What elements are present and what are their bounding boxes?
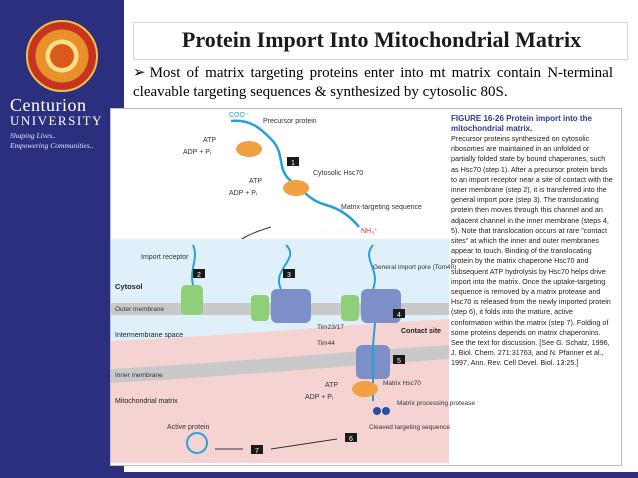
step4-box [393,309,405,318]
footer-bar [0,472,638,478]
step7-label: 7 [255,448,259,455]
adp2-label: ADP + Pᵢ [229,190,257,197]
fold-arrow [215,438,338,450]
matrix-region [111,319,449,463]
outer-membrane-label: Outer membrane [115,306,165,313]
contact-site-label: Contact site [401,328,441,335]
mito-matrix-label: Mitochondrial matrix [115,398,178,405]
precursor-label: Precursor protein [263,118,317,125]
bullet-arrow-icon: ➢ [133,65,146,81]
figure: 1 COO⁻ Precursor protein ATP ADP + Pᵢ AT… [110,108,622,466]
pore-chain-a [278,244,292,290]
step2-label: 2 [197,272,201,279]
general-pore-label: General import pore (Tom40) [373,264,456,271]
matrix-hsc70-shape [352,381,378,397]
step4-label: 4 [397,312,401,319]
step6-box [345,433,357,442]
step1-box [287,157,299,166]
upper-panel-bg [111,109,449,237]
protease-b [382,407,390,415]
step2-box [193,269,205,278]
step6-label: 6 [349,436,353,443]
active-protein-label: Active protein [167,424,210,431]
tim2317-label: Tim23/17 [317,324,344,331]
university-logo-icon [26,20,98,92]
tagline1: Shaping Lives.. [10,131,57,140]
slide-title: Protein Import Into Mitochondrial Matrix [181,27,582,52]
figure-caption: FIGURE 16-26 Protein import into the mit… [451,114,613,369]
coo-label: COO⁻ [229,112,249,119]
adp1-label: ADP + Pᵢ [183,149,211,156]
active-protein-shape [186,432,208,454]
pore-receptor-b [341,295,359,321]
tagline2: Empowering Communities.. [10,141,94,150]
step3-box [283,269,295,278]
receptor-chain [191,244,196,286]
inner-membrane-label: Inner membrane [115,372,163,379]
bullet-text: ➢Most of matrix targeting proteins enter… [133,64,613,102]
pore-receptor-a [251,295,269,321]
import-receptor-label: Import receptor [141,254,189,261]
matrix-seq-label: Matrix-targeting sequence [341,204,422,211]
matrix-hsc70-label: Matrix Hsc70 [383,380,421,387]
cytosol-label: Cytosol [115,282,143,291]
step1-label: 1 [291,160,295,167]
import-receptor-shape [181,285,203,315]
hsc70-upper-2 [283,180,309,196]
nh3-label: NH₃⁺ [361,228,378,235]
step5-box [393,355,405,364]
tom40-pore-b [361,289,401,323]
atp1-label: ATP [203,137,216,144]
translocating-chain [368,244,376,401]
tim44-label: Tim44 [317,340,335,347]
ims-label: Intermembrane space [115,332,183,339]
brand-line2: UNIVERSITY [10,113,103,128]
adp3-label: ADP + Pᵢ [305,394,333,401]
step5-label: 5 [397,358,401,365]
protease-a [373,407,381,415]
tom40-pore-a [271,289,311,323]
cytosolic-hsc70-label: Cytosolic Hsc70 [313,170,363,177]
sidebar: Centurion UNIVERSITY Shaping Lives.. Emp… [0,0,124,478]
caption-title: FIGURE 16-26 Protein import into the mit… [451,114,592,133]
cleaved-seq-label: Cleaved targeting sequence [369,424,450,431]
step7-box [251,445,263,454]
brand-line1: Centurion [10,95,87,115]
title-box: Protein Import Into Mitochondrial Matrix [133,22,628,60]
bullet-body: Most of matrix targeting proteins enter … [133,65,613,100]
atp3-label: ATP [325,382,338,389]
hsc70-upper-1 [236,141,262,157]
figure-diagram: 1 COO⁻ Precursor protein ATP ADP + Pᵢ AT… [111,109,475,463]
brand: Centurion UNIVERSITY Shaping Lives.. Emp… [10,96,103,151]
protease-label: Matrix processing protease [397,400,475,407]
caption-text: Precursor proteins synthesized on cytoso… [451,134,613,368]
step3-label: 3 [287,272,291,279]
atp2-label: ATP [249,178,262,185]
